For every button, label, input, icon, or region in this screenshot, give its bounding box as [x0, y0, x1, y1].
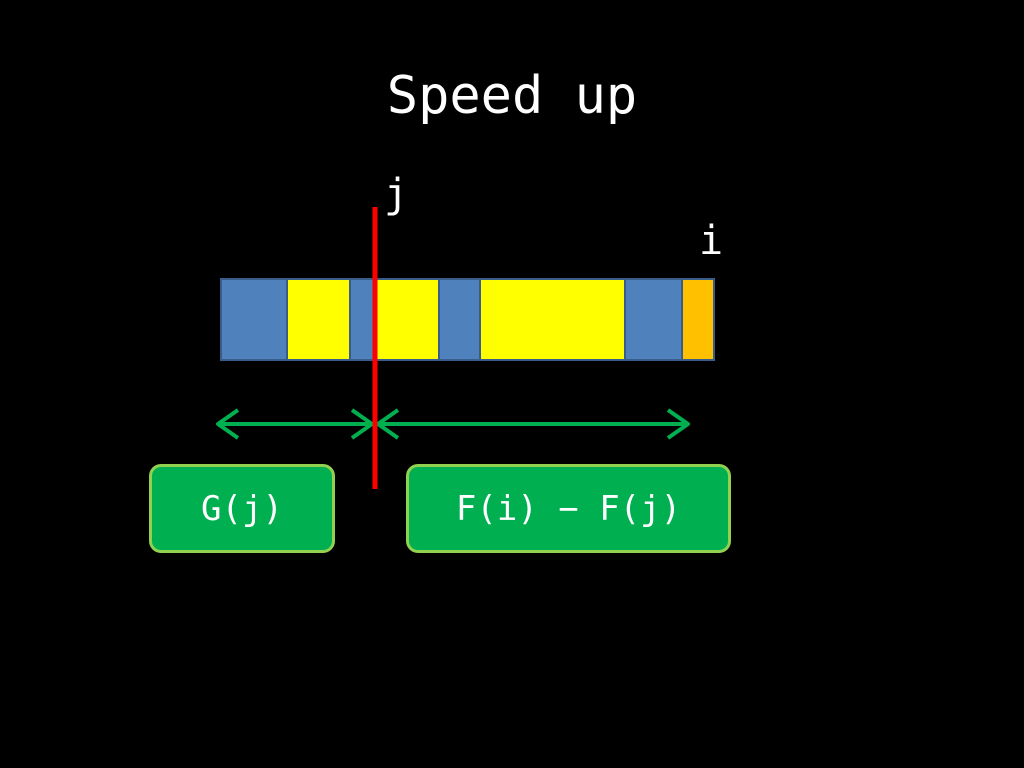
- left-range-arrow: [216, 408, 374, 440]
- array-cell-blue: [220, 278, 288, 361]
- array-cell-blue: [349, 278, 376, 361]
- array-cell-blue: [624, 278, 683, 361]
- array-cell-yellow: [286, 278, 351, 361]
- array-cell-blue: [438, 278, 481, 361]
- array-cell-orange: [681, 278, 715, 361]
- slide-title: Speed up: [386, 66, 638, 126]
- g-of-j-box: G(j): [149, 464, 335, 553]
- j-marker-label: j: [384, 171, 409, 217]
- right-range-arrow: [376, 408, 690, 440]
- i-marker-label: i: [699, 218, 724, 264]
- f-difference-label: F(i) − F(j): [455, 488, 682, 529]
- array-cell-yellow: [374, 278, 440, 361]
- array-bar: [220, 278, 715, 361]
- g-of-j-label: G(j): [201, 488, 283, 529]
- array-cell-yellow: [479, 278, 626, 361]
- f-difference-box: F(i) − F(j): [406, 464, 731, 553]
